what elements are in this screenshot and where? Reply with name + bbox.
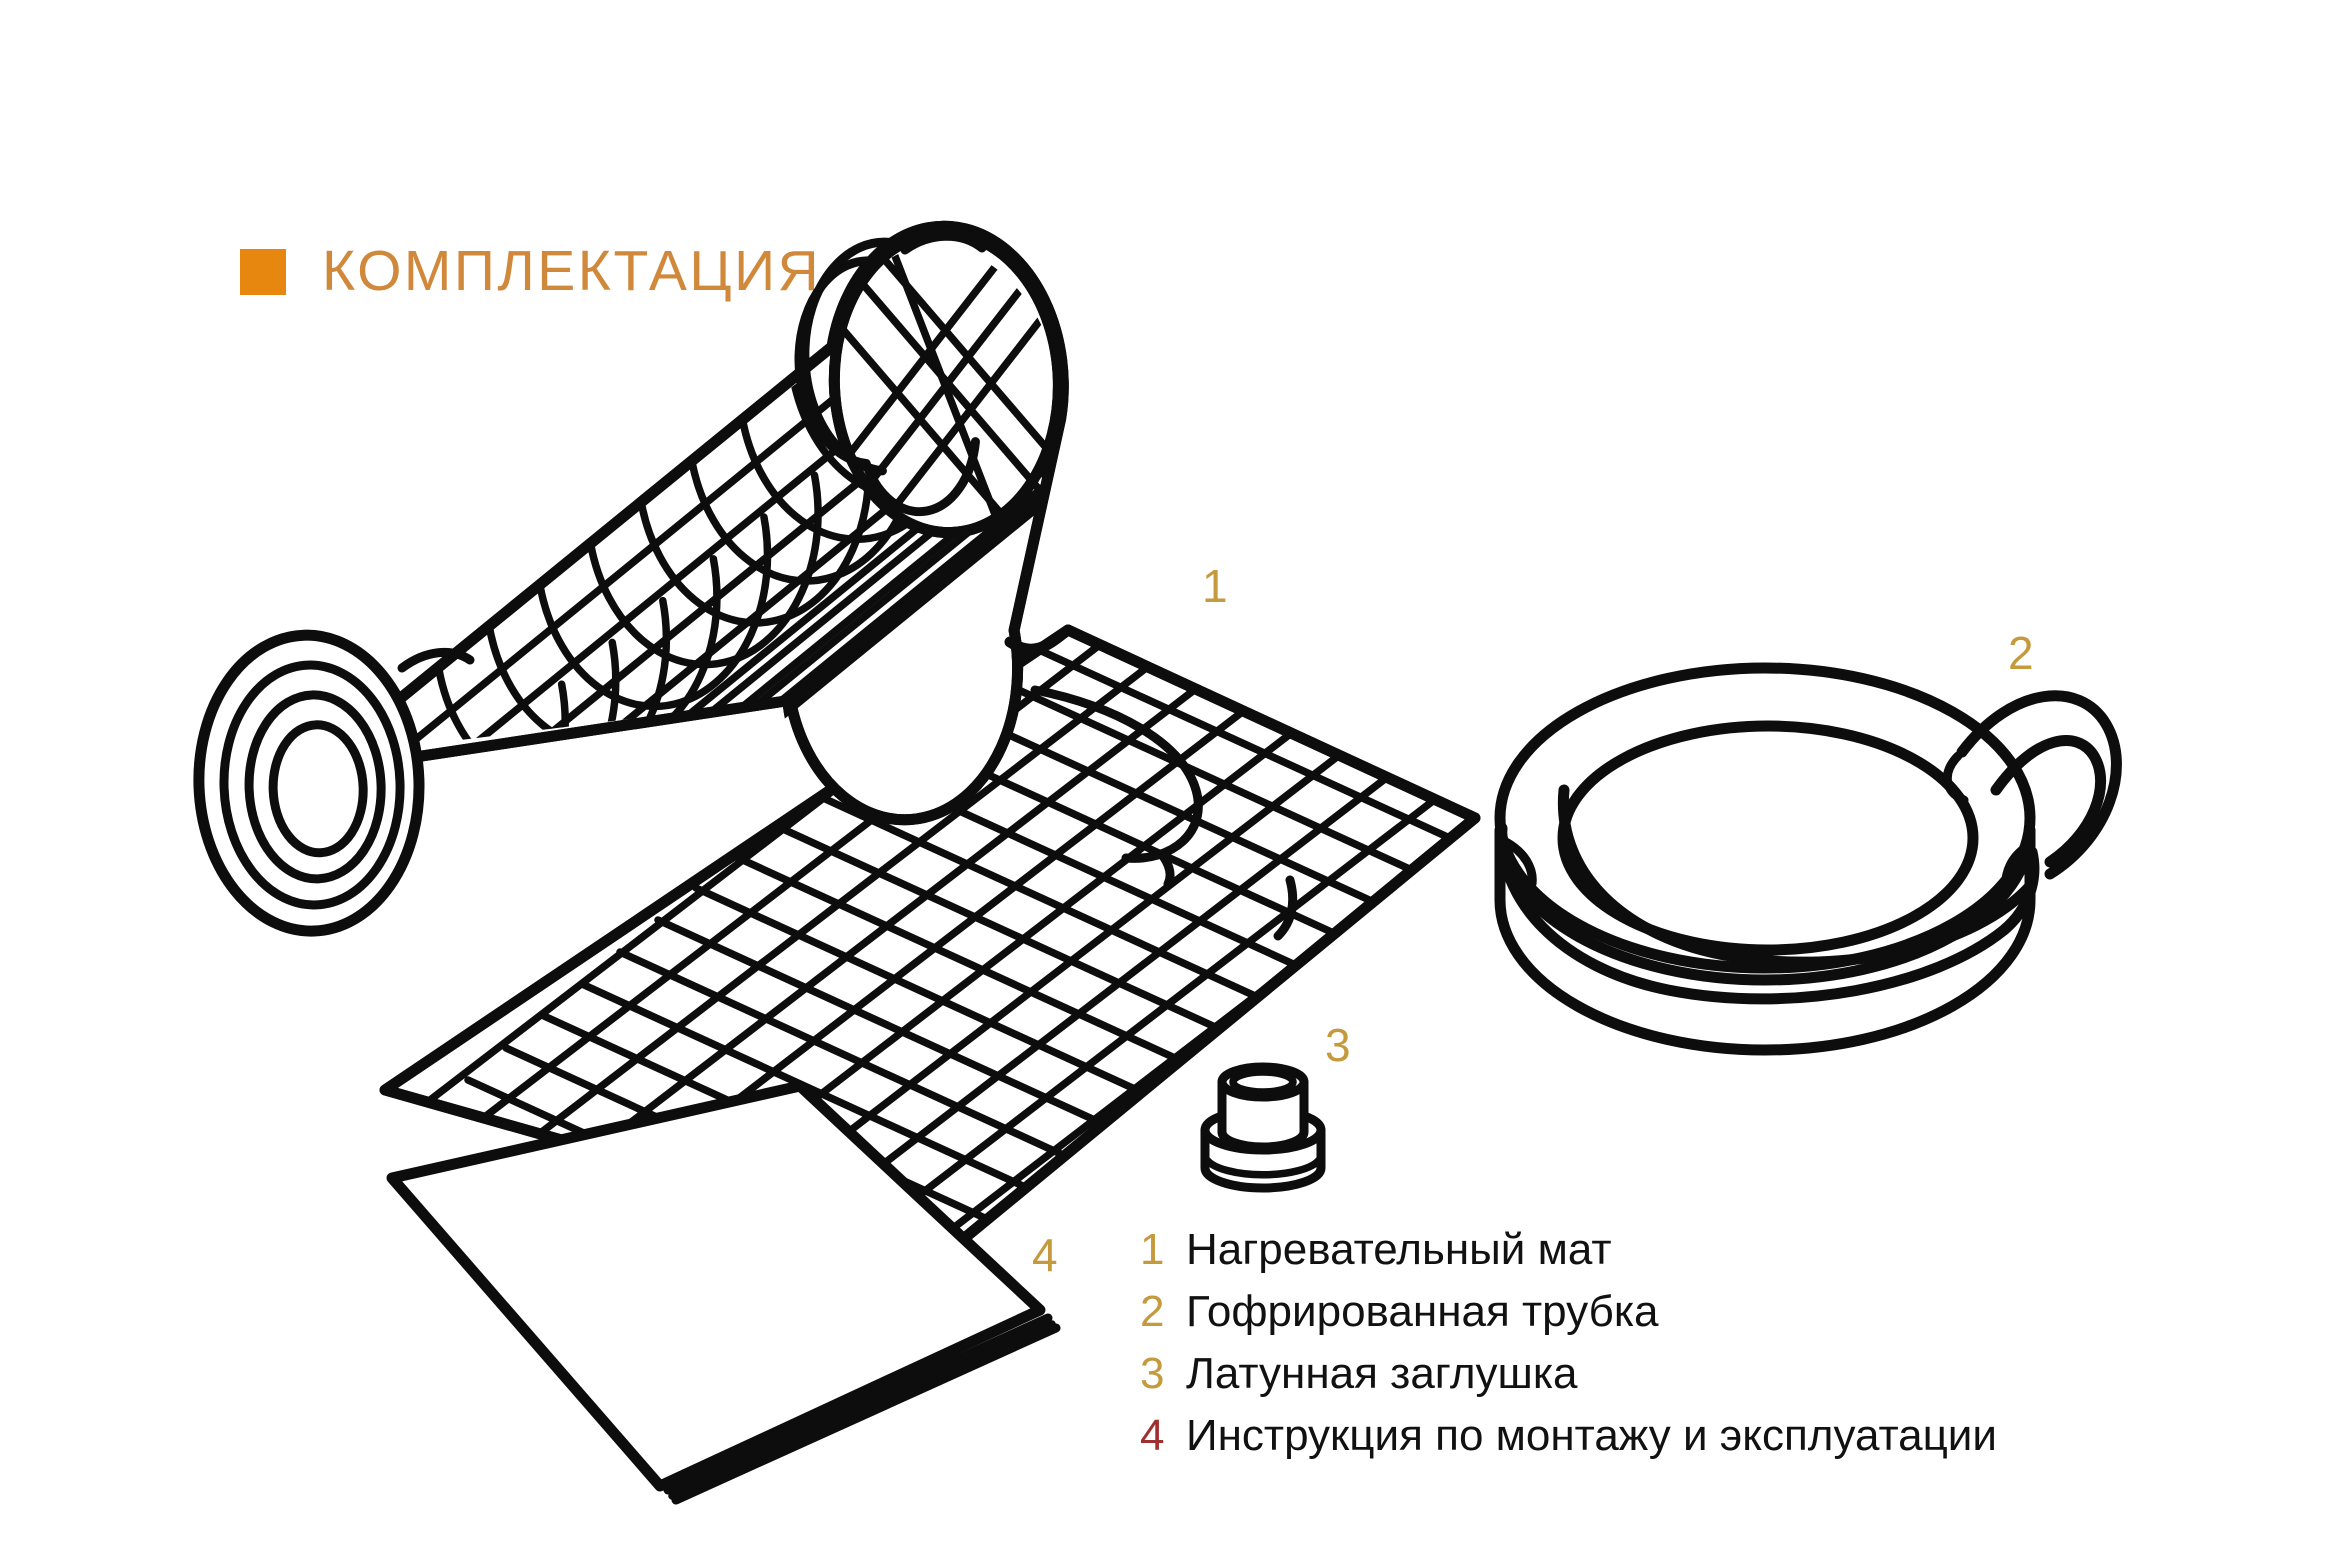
roll-mesh-axial: [304, 339, 1065, 848]
booklet-page-edge-2: [671, 1323, 1061, 1505]
roll-loose-edge-upper: [397, 647, 475, 673]
corrugated-tube-group: [1494, 662, 2122, 1056]
heating-cable-loop-tail: [1158, 851, 1175, 889]
legend-item-3: 3 Латунная заглушка: [1140, 1352, 1997, 1414]
roll-body-overstroke: [303, 220, 1069, 826]
tube-right-joint: [2001, 841, 2033, 895]
roll-to-sheet-fold: [1004, 624, 1074, 655]
roll-body-outline: [303, 220, 1069, 826]
callout-number-1: 1: [1202, 560, 1228, 612]
legend-number: 2: [1140, 1287, 1165, 1336]
roll-mesh-circumferential: [334, 304, 1025, 848]
tube-left-joint: [1501, 837, 1537, 889]
legend-label: Латунная заглушка: [1186, 1349, 1578, 1398]
booklet-page-edge-3: [668, 1320, 1056, 1500]
spiral-ring-1: [193, 629, 425, 937]
legend-label: Нагревательный мат: [1186, 1225, 1612, 1274]
tube-free-end-outer: [1956, 690, 2122, 880]
roll-far-end-overstroke: [828, 227, 1064, 539]
legend-label: Инструкция по монтажу и эксплуатации: [1186, 1411, 1997, 1460]
spiral-ring-4: [268, 720, 368, 858]
tube-coil-second-turn-inner: [1557, 784, 2036, 968]
brass-plug-group: [1200, 1062, 1326, 1193]
plug-bottom-groove: [1203, 1156, 1323, 1179]
flat-mat-outline: [379, 624, 1481, 1256]
booklet-cover: [386, 1080, 1046, 1492]
tube-coil-outer-ring: [1494, 662, 2036, 974]
parts-legend: 1 Нагревательный мат 2 Гофрированная тру…: [1140, 1228, 1997, 1476]
tube-coil-outer-wall: [1494, 824, 2036, 1056]
spiral-ring-3: [244, 690, 386, 884]
legend-item-4: 4 Инструкция по монтажу и эксплуатации: [1140, 1414, 1997, 1476]
section-heading: КОМПЛЕКТАЦИЯ: [240, 243, 821, 300]
plug-flange-body: [1200, 1125, 1326, 1193]
roll-far-end-inner-curl: [794, 256, 980, 517]
legend-number: 3: [1140, 1349, 1165, 1398]
callout-number-4: 4: [1032, 1229, 1058, 1281]
mat-roll-cylinder: [193, 220, 1083, 937]
booklet-spine-fold: [387, 1173, 665, 1491]
legend-number: 4: [1140, 1411, 1165, 1460]
tube-coil-inner-ring: [1557, 720, 1979, 956]
flat-mat-outline-overstroke: [379, 624, 1481, 1256]
roll-far-end-ellipse: [828, 227, 1064, 539]
spiral-ring-2: [219, 660, 405, 910]
callout-number-3: 3: [1325, 1019, 1351, 1071]
plug-neck-body: [1217, 1077, 1309, 1152]
page-title: КОМПЛЕКТАЦИЯ: [322, 239, 822, 303]
plug-neck-top: [1217, 1062, 1309, 1102]
heating-cable-loop: [1030, 685, 1203, 863]
orange-square-bullet-icon: [240, 248, 286, 295]
legend-item-1: 1 Нагревательный мат: [1140, 1228, 1997, 1290]
instruction-booklet-group: [386, 1080, 1061, 1505]
tube-end-hook: [1942, 751, 1969, 805]
legend-number: 1: [1140, 1225, 1165, 1274]
roll-far-end-mesh: [807, 228, 1083, 548]
tube-free-end-inner: [1990, 735, 2107, 868]
tube-coil-second-turn: [1496, 822, 2040, 1005]
roll-far-end: [794, 227, 1083, 548]
heating-cable-stub: [1273, 875, 1298, 941]
legend-item-2: 2 Гофрированная трубка: [1140, 1290, 1997, 1352]
legend-label: Гофрированная трубка: [1186, 1287, 1659, 1336]
roll-loose-edge-top: [900, 231, 987, 255]
plug-flange-top: [1200, 1105, 1326, 1155]
callout-number-2: 2: [2008, 627, 2034, 679]
plug-top-rim: [1229, 1068, 1297, 1096]
roll-near-end-spiral: [193, 629, 425, 937]
heating-mat-roll-group: [193, 220, 1481, 1256]
booklet-page-edge-1: [663, 1313, 1053, 1495]
